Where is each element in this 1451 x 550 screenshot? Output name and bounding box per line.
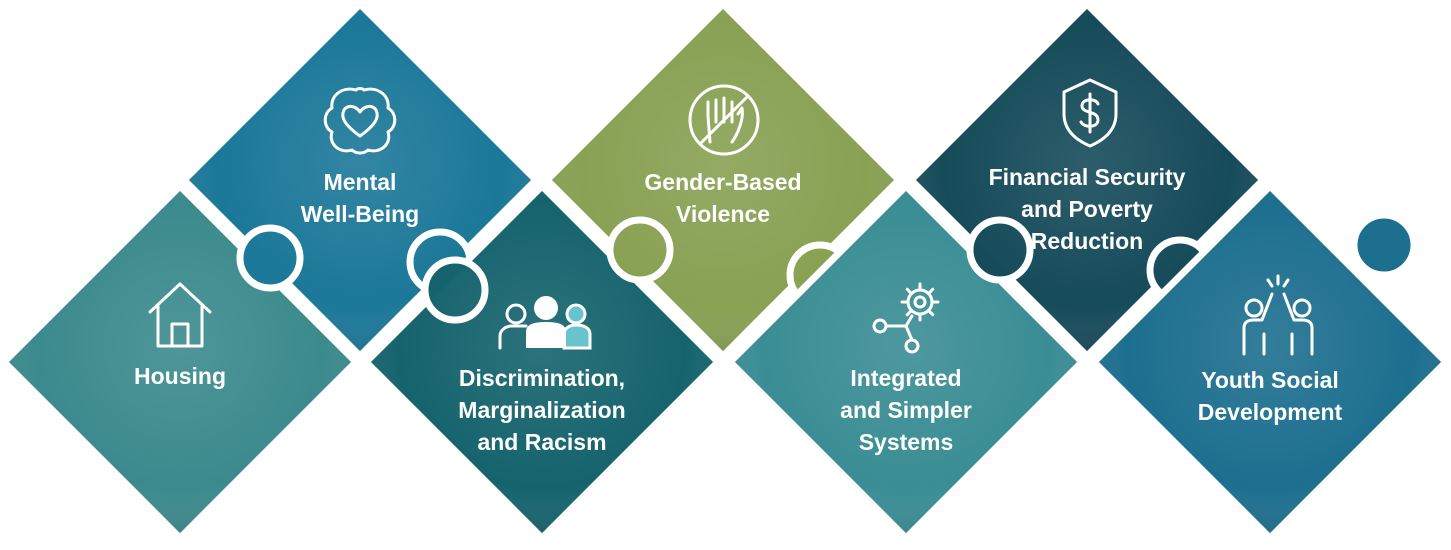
piece-label-integrated-line-2: Systems	[859, 429, 954, 455]
piece-label-gbv-line-0: Gender-Based	[644, 169, 801, 195]
piece-label-youth-line-1: Development	[1198, 399, 1343, 425]
piece-label-integrated-line-1: and Simpler	[840, 397, 972, 423]
piece-label-gbv-line-1: Violence	[676, 201, 770, 227]
gear-network-icon	[872, 282, 940, 354]
piece-knob-youth-0	[1350, 211, 1418, 279]
piece-label-mental-line-1: Well-Being	[301, 201, 419, 227]
piece-label-discrimination-line-1: Marginalization	[458, 397, 625, 423]
shield-dollar-icon	[1062, 78, 1118, 148]
piece-label-housing-line-0: Housing	[134, 363, 226, 389]
piece-label-financial-line-0: Financial Security	[989, 164, 1186, 190]
piece-label-discrimination-line-2: and Racism	[477, 429, 606, 455]
piece-label-financial-line-2: Reduction	[1031, 228, 1143, 254]
piece-label-integrated-line-0: Integrated	[850, 365, 961, 391]
piece-shade-financial	[915, 8, 1259, 352]
people-group-icon	[498, 296, 592, 350]
piece-shade-youth	[1098, 190, 1442, 534]
piece-label-discrimination-line-0: Discrimination,	[459, 365, 625, 391]
stop-hand-icon	[688, 84, 760, 156]
piece-label-financial-line-1: and Poverty	[1021, 196, 1153, 222]
brain-heart-icon	[323, 87, 397, 155]
piece-label-youth-line-0: Youth Social	[1201, 367, 1339, 393]
house-icon	[148, 282, 212, 348]
high-five-icon	[1242, 274, 1314, 356]
piece-shade-gbv	[551, 8, 895, 352]
piece-label-mental-line-0: Mental	[324, 169, 397, 195]
